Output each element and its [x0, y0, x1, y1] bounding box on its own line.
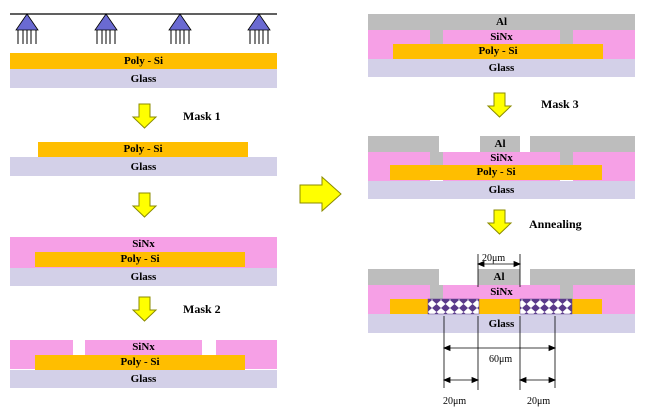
al-right-electrode — [530, 269, 635, 285]
glass-label: Glass — [130, 73, 157, 85]
dimension-middle — [442, 316, 557, 388]
lamp-icon-3 — [168, 13, 192, 44]
dimension-right-label: 20μm — [527, 396, 551, 407]
al-label: Al — [496, 16, 507, 28]
al-gate-electrode — [480, 136, 520, 152]
poly-si-layer — [10, 53, 277, 69]
step-label-mask2: Mask 2 — [183, 302, 221, 316]
down-arrow-icon — [486, 209, 513, 235]
right-arrow-icon — [299, 175, 342, 213]
step-label-mask3: Mask 3 — [541, 97, 579, 111]
poly-si-layer — [38, 142, 248, 157]
dimension-left — [442, 316, 480, 390]
al-left-electrode — [368, 136, 439, 152]
glass-label: Glass — [130, 373, 157, 385]
step-label-annealing: Annealing — [529, 217, 582, 231]
poly-si-label: Poly - Si — [120, 356, 160, 368]
down-arrow-icon — [131, 296, 158, 322]
poly-si-layer — [35, 355, 245, 370]
poly-si-layer — [393, 44, 603, 59]
al-contact-left — [430, 285, 443, 299]
dimension-right — [518, 316, 557, 390]
glass-layer — [10, 157, 277, 176]
poly-si-label: Poly - Si — [123, 55, 164, 67]
glass-label: Glass — [130, 271, 157, 283]
poly-si-label: Poly - Si — [120, 253, 160, 265]
glass-layer — [368, 181, 635, 199]
step-label-mask1: Mask 1 — [183, 109, 221, 123]
dimension-left-label: 20μm — [443, 396, 467, 407]
crystallized-region-left — [427, 298, 480, 315]
al-contact-right — [560, 30, 573, 44]
dimension-top — [476, 254, 522, 287]
sinx-label: SiNx — [132, 238, 155, 250]
down-arrow-icon — [131, 192, 158, 218]
sinx-label: SiNx — [490, 286, 513, 298]
poly-si-layer — [390, 165, 602, 180]
al-gate-electrode — [478, 269, 520, 285]
al-layer — [368, 14, 635, 30]
sinx-label: SiNx — [490, 31, 513, 43]
al-contact-left — [430, 30, 443, 44]
lamp-icon-2 — [94, 13, 118, 44]
glass-layer — [10, 370, 277, 388]
sinx-label: SiNx — [132, 341, 155, 353]
glass-label: Glass — [488, 184, 515, 196]
poly-si-label: Poly - Si — [476, 166, 516, 178]
dimension-middle-label: 60μm — [489, 354, 513, 365]
glass-label: Glass — [130, 161, 157, 173]
down-arrow-icon — [131, 103, 158, 129]
down-arrow-icon — [486, 92, 513, 118]
glass-layer — [368, 314, 635, 333]
glass-layer — [10, 69, 277, 88]
lamp-icon-4 — [247, 13, 271, 44]
poly-si-label: Poly - Si — [123, 143, 163, 155]
poly-si-drain — [572, 299, 602, 314]
crystallized-region-right — [519, 298, 573, 315]
glass-label: Glass — [488, 318, 515, 330]
poly-si-source — [390, 299, 428, 314]
poly-si-layer — [35, 252, 245, 267]
glass-layer — [368, 59, 635, 77]
glass-layer — [10, 268, 277, 286]
al-left-electrode — [368, 269, 439, 285]
glass-label: Glass — [488, 62, 515, 74]
sinx-label: SiNx — [490, 152, 513, 164]
al-right-electrode — [530, 136, 635, 152]
dimension-top-label: 20μm — [482, 253, 506, 264]
al-contact-right — [560, 285, 573, 299]
poly-si-label: Poly - Si — [478, 45, 518, 57]
al-label: Al — [493, 271, 505, 283]
lamp-icon-1 — [15, 13, 39, 44]
poly-si-channel — [479, 299, 520, 314]
al-contact-right — [560, 152, 573, 166]
al-contact-left — [430, 152, 443, 166]
al-label: Al — [494, 138, 506, 150]
